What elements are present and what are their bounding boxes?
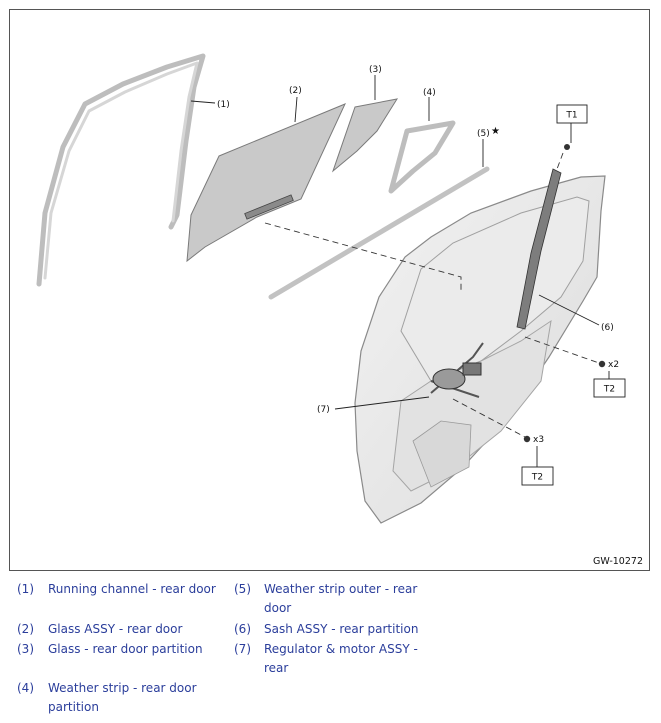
callout-5: (5) — [477, 129, 490, 139]
legend-number: (1) — [17, 582, 34, 596]
legend-number: (3) — [17, 642, 34, 656]
callout-4: (4) — [423, 88, 436, 98]
weather-strip-outer-part — [268, 166, 490, 300]
legend-text: Regulator & motor ASSY - rear — [264, 642, 418, 675]
running-channel-part — [36, 53, 206, 287]
qty-x3: x3 — [533, 435, 544, 445]
legend-number: (2) — [17, 622, 34, 636]
weather-strip-partition-part — [388, 120, 456, 194]
torque-boxes: T1 T2 T2 — [521, 104, 626, 486]
legend-text: Sash ASSY - rear partition — [264, 622, 419, 636]
legend-number: (7) — [234, 642, 251, 656]
star-mark: ★ — [491, 126, 500, 137]
sash-assy-part — [516, 168, 562, 330]
legend-number: (6) — [234, 622, 251, 636]
legend-number: (5) — [234, 582, 251, 596]
callout-7: (7) — [317, 405, 330, 415]
qty-x2: x2 — [608, 360, 619, 370]
legend-text: Running channel - rear door — [48, 582, 216, 596]
legend-text: Glass - rear door partition — [48, 642, 203, 656]
legend-text: Weather strip outer - rear door — [264, 582, 418, 615]
bolt-icons — [523, 144, 606, 443]
leader-lines — [190, 75, 610, 467]
diagram-code: GW-10272 — [592, 556, 643, 567]
torque-t1: T1 — [565, 111, 577, 121]
legend-number: (4) — [17, 681, 34, 695]
legend-text: Weather strip - rear door partition — [48, 681, 197, 714]
callout-1: (1) — [217, 100, 230, 110]
glass-door-partition-part — [331, 98, 399, 173]
alignment-dashed-lines — [264, 152, 600, 438]
callout-3: (3) — [369, 65, 382, 75]
callout-6: (6) — [601, 323, 614, 333]
legend-text: Glass ASSY - rear door — [48, 622, 183, 636]
bolt-x3-icon — [523, 435, 531, 443]
torque-t2-lower: T2 — [531, 473, 543, 483]
diagram-frame: (1) (2) (3) (4) (5) ★ (6) (7) x2 x3 T1 T… — [9, 9, 650, 571]
glass-rear-door-part — [186, 103, 346, 263]
regulator-motor-part — [430, 342, 484, 398]
callout-2: (2) — [289, 86, 302, 96]
rear-door-panel — [354, 175, 606, 524]
bolt-t1-icon — [564, 144, 570, 150]
exploded-view-diagram: (1) (2) (3) (4) (5) ★ (6) (7) x2 x3 T1 T… — [36, 53, 626, 524]
torque-t2-upper: T2 — [603, 385, 615, 395]
bolt-x2-icon — [598, 360, 606, 368]
